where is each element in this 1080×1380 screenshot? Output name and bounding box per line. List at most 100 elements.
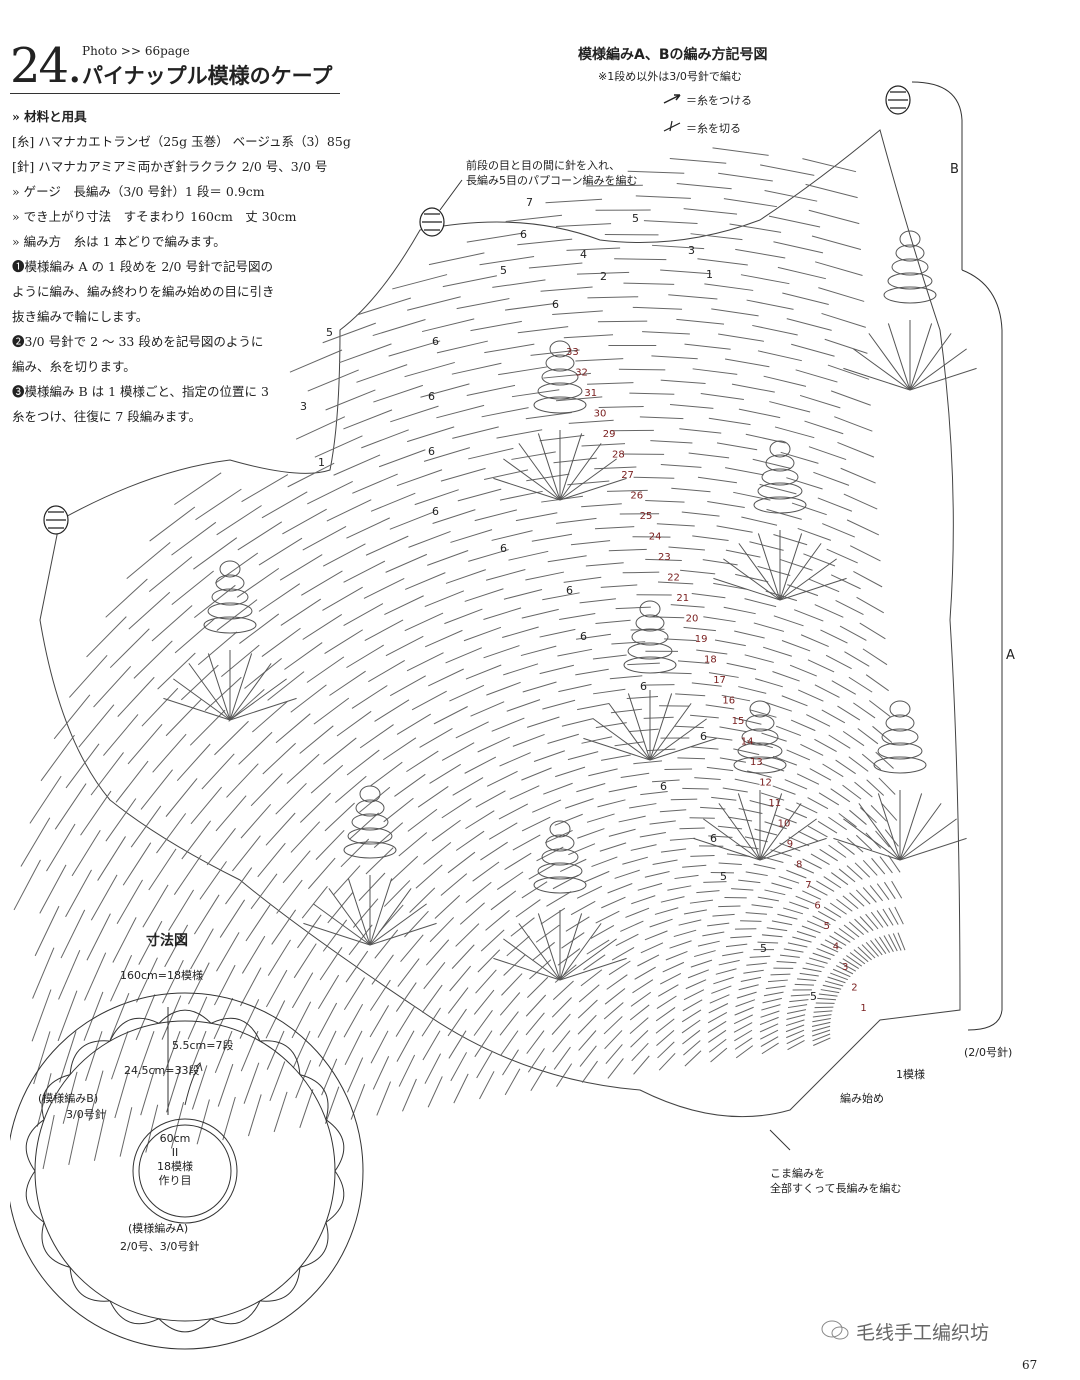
- stitch-mark: [803, 553, 836, 567]
- stitch-mark: [394, 773, 426, 797]
- stitch-mark: [402, 1078, 417, 1112]
- row-number: 32: [575, 368, 588, 379]
- stitch-mark: [157, 652, 196, 690]
- stitch-mark: [659, 973, 682, 985]
- stitch-mark: [614, 258, 667, 261]
- stitch-mark: [795, 369, 838, 383]
- stitch-mark: [535, 924, 560, 943]
- stitch-mark: [407, 808, 438, 832]
- stitch-mark: [503, 588, 543, 600]
- stitch-mark: [861, 753, 882, 771]
- stitch-mark: [660, 463, 702, 468]
- stitch-mark: [510, 917, 535, 937]
- stitch-mark: [297, 914, 322, 949]
- stitch-mark: [786, 1014, 806, 1021]
- stitch-mark: [870, 804, 887, 822]
- stitch-mark: [816, 948, 835, 957]
- stitch-mark: [287, 462, 335, 488]
- stitch-mark: [464, 588, 504, 602]
- stitch-mark: [708, 1029, 727, 1043]
- row-number: 5: [824, 921, 830, 932]
- stitch-mark: [813, 1010, 833, 1013]
- stitch-mark: [324, 1086, 340, 1124]
- stitch-mark: [54, 783, 87, 830]
- stitch-mark: [29, 775, 62, 824]
- stitch-mark: [718, 172, 773, 182]
- stitch-mark: [488, 822, 518, 840]
- stitch-mark: [599, 842, 627, 852]
- stitch-mark: [775, 725, 802, 737]
- stitch-mark: [888, 907, 899, 925]
- stitch-mark: [221, 644, 260, 678]
- stitch-mark: [422, 1030, 441, 1061]
- stitch-mark: [436, 340, 488, 354]
- row-label: 6: [432, 505, 439, 518]
- stitch-mark: [830, 872, 849, 886]
- stitch-mark: [577, 702, 610, 711]
- stitch-mark: [643, 716, 674, 719]
- stitch-mark: [105, 578, 148, 618]
- stitch-mark: [717, 825, 743, 830]
- stitch-mark: [470, 320, 522, 332]
- gauge-spec: » ゲージ 長編み（3/0 号針）1 段＝ 0.9cm: [12, 184, 265, 199]
- height-a-label: 24.5cm=33段: [124, 1064, 200, 1077]
- stitch-mark: [745, 433, 786, 444]
- stitch-mark: [598, 406, 644, 408]
- stitch-mark: [511, 389, 560, 398]
- stitch-mark: [356, 364, 408, 383]
- stitch-mark: [398, 832, 428, 857]
- stitch-mark: [879, 856, 893, 874]
- stitch-mark: [532, 941, 555, 961]
- stitch-mark: [565, 916, 590, 932]
- stitch-mark: [148, 556, 193, 593]
- stitch-mark: [444, 608, 483, 625]
- stitch-mark: [423, 841, 452, 865]
- stitch-mark: [811, 1021, 831, 1027]
- stitch-mark: [424, 1053, 442, 1084]
- pattern-b-label: (模様編みB): [38, 1092, 99, 1105]
- stitch-mark: [761, 934, 783, 938]
- stitch-mark: [368, 660, 405, 683]
- stitch-mark: [722, 787, 748, 793]
- stitch-mark: [204, 676, 242, 711]
- stitch-mark: [615, 933, 639, 947]
- stitch-mark: [875, 830, 890, 848]
- stitch-mark: [649, 820, 676, 825]
- stitch-mark: [88, 1070, 104, 1122]
- stitch-mark: [526, 716, 560, 728]
- stitch-mark: [862, 648, 888, 666]
- stitch-mark: [789, 901, 809, 910]
- stitch-mark: [878, 777, 896, 795]
- stitch-mark: [484, 469, 529, 481]
- stitch-mark: [716, 442, 758, 451]
- stitch-mark: [833, 931, 851, 943]
- pineapple-motif: [493, 340, 627, 501]
- stitch-mark: [84, 952, 107, 1001]
- stitch-mark: [68, 1112, 81, 1165]
- stitch-mark: [445, 569, 486, 584]
- stitch-mark: [651, 355, 698, 360]
- stitch-mark: [525, 412, 572, 420]
- stitch-mark: [679, 827, 705, 830]
- stitch-mark: [166, 1066, 182, 1113]
- stitch-mark: [80, 790, 112, 836]
- stitch-mark: [555, 766, 586, 778]
- stitch-mark: [707, 1011, 728, 1024]
- stitch-mark: [862, 859, 878, 876]
- stitch-mark: [525, 1012, 545, 1036]
- stitch-mark: [816, 880, 835, 892]
- stitch-mark: [777, 913, 798, 920]
- stitch-mark: [32, 947, 55, 999]
- stitch-mark: [539, 664, 575, 675]
- row-number: 33: [566, 347, 579, 358]
- stitch-mark: [692, 368, 738, 375]
- stitch-mark: [165, 778, 198, 817]
- stitch-mark: [855, 834, 873, 851]
- stitch-mark: [669, 837, 696, 841]
- stitch-mark: [201, 753, 235, 790]
- stitch-mark: [688, 452, 730, 459]
- stitch-mark: [812, 1017, 831, 1023]
- stitch-mark: [373, 384, 423, 403]
- stitch-mark: [465, 810, 495, 830]
- stitch-mark: [383, 797, 414, 823]
